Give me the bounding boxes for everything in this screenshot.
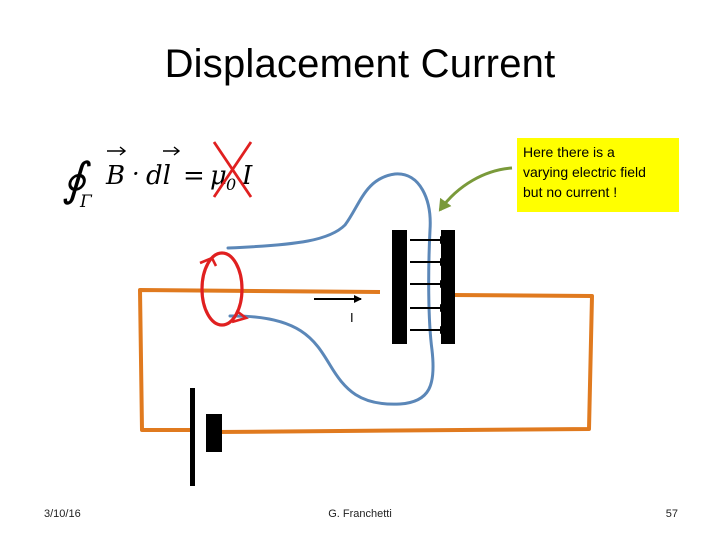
note-line: Here there is a — [523, 144, 615, 160]
line-element: dl — [146, 161, 171, 191]
loop-arrow-top-icon — [199, 256, 218, 267]
amperian-loop — [199, 251, 249, 327]
electric-field-arrows — [410, 236, 448, 334]
amperian-loop-ellipse — [200, 251, 244, 327]
battery-short-plate — [206, 414, 222, 452]
circuit-wire — [138, 288, 594, 434]
current-label: I — [350, 310, 354, 325]
equals-sign: = — [183, 161, 205, 191]
loop-arrow-bottom-icon — [231, 310, 249, 324]
footer-date: 3/10/16 — [44, 508, 81, 520]
note-line: but no current ! — [523, 184, 618, 200]
surface-boundary — [226, 172, 435, 406]
vector-b: B — [105, 161, 125, 191]
vector-b-arrow-icon — [107, 146, 127, 156]
current-symbol: I — [241, 161, 253, 191]
annotation-note: Here there is a varying electric field b… — [517, 138, 679, 212]
integral-lower-limit: Γ — [79, 192, 93, 212]
slide-number: 57 — [665, 508, 678, 520]
line-element-arrow-icon — [163, 146, 181, 156]
footer-author: G. Franchetti — [328, 508, 392, 520]
mu-symbol: μ — [210, 161, 227, 191]
battery-long-plate — [190, 388, 195, 486]
slide-title: Displacement Current — [164, 42, 556, 86]
dot-operator: · — [132, 160, 140, 188]
note-pointer-arrow — [438, 166, 513, 212]
capacitor-plate-right — [441, 230, 455, 344]
battery — [190, 388, 222, 486]
ampere-law-equation: ∮ Γ B · dl = μ 0 I — [62, 141, 253, 212]
mu-subscript: 0 — [226, 175, 236, 194]
cross-out-mark-icon — [212, 141, 253, 198]
note-line: varying electric field — [523, 164, 646, 180]
capacitor-plate-left — [392, 230, 407, 344]
